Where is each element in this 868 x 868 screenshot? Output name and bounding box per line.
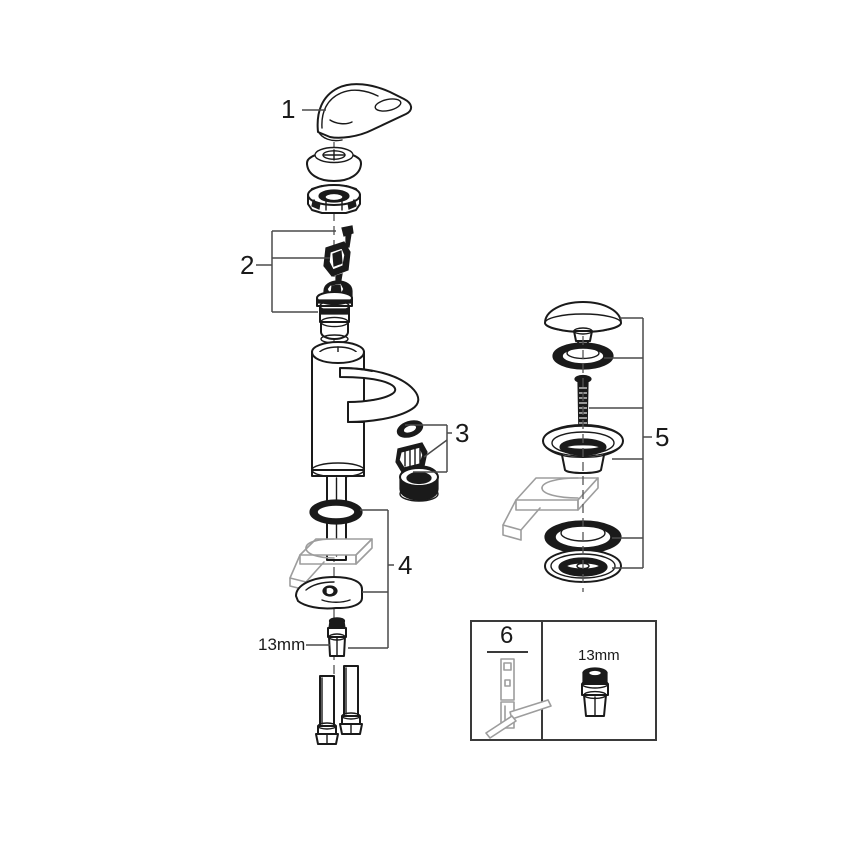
handle-cap-ring <box>306 146 362 182</box>
nut-size-label: 13mm <box>258 635 306 654</box>
socket-13mm <box>581 667 609 717</box>
grub-screw <box>341 225 354 248</box>
socket-size-label: 13mm <box>578 647 620 664</box>
lever-handle <box>316 83 412 142</box>
tool-kit-box <box>470 620 657 741</box>
callout-label-6: 6 <box>500 622 514 649</box>
callout-label-5: 5 <box>655 422 670 452</box>
aerator-assembly <box>395 420 439 502</box>
basin-deck <box>502 477 599 541</box>
supply-hose-left <box>315 675 339 745</box>
extension-tool <box>485 658 552 739</box>
aerator-mesh <box>395 442 428 473</box>
callout-label-4: 4 <box>398 550 413 580</box>
retaining-nut <box>307 184 361 214</box>
mounting-nut-13mm <box>327 617 347 657</box>
cartridge <box>316 280 353 344</box>
cartridge-cap <box>323 241 351 293</box>
faucet-body <box>311 341 420 478</box>
callout-label-2: 2 <box>240 250 255 280</box>
mounting-bracket <box>295 576 363 610</box>
callout-5-leader <box>589 317 652 569</box>
callout-label-3: 3 <box>455 418 470 448</box>
callout-4-leader <box>348 509 394 649</box>
callout-2-leader <box>256 230 336 313</box>
countertop <box>289 538 373 591</box>
base-gasket <box>309 499 363 525</box>
supply-hose-right <box>339 665 363 735</box>
callout-3-leader <box>405 424 452 473</box>
aerator-oring <box>396 420 424 438</box>
callout-label-1: 1 <box>281 94 296 124</box>
